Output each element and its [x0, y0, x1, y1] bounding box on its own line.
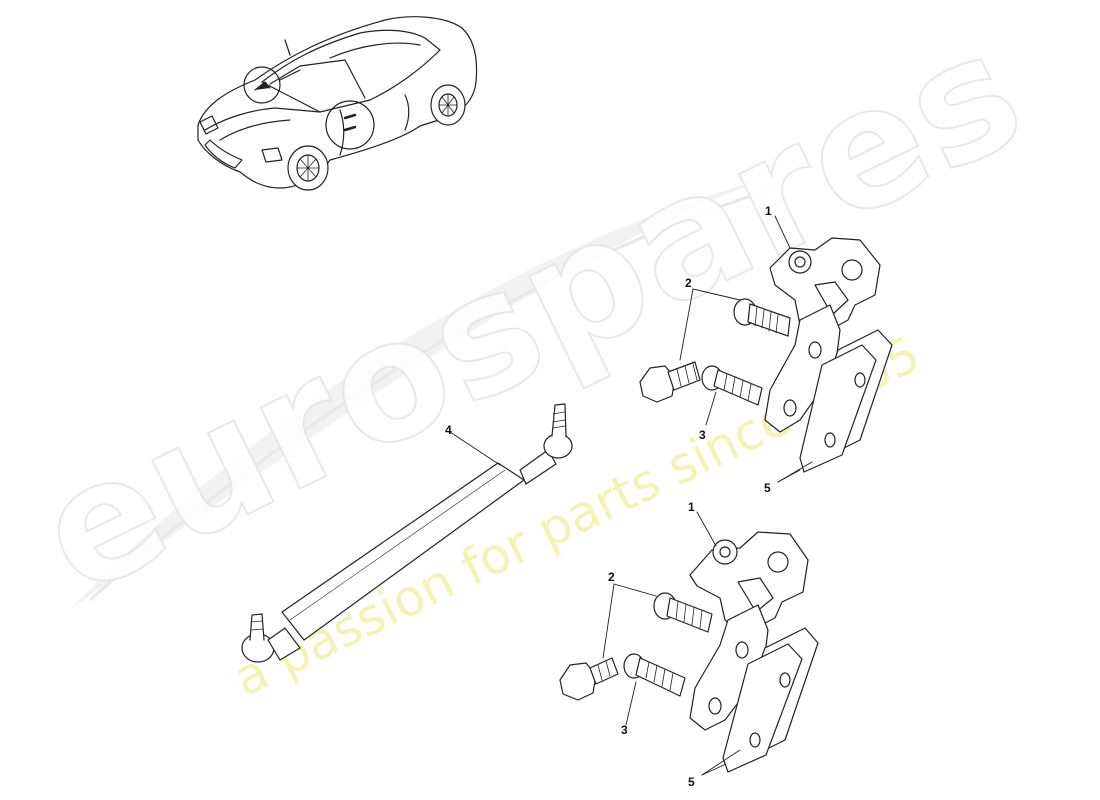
lower-hinge-assembly	[559, 531, 819, 773]
car-overview-illustration	[197, 16, 478, 191]
lower-leader-lines	[602, 511, 741, 776]
callout-gas-strut-4: 4	[445, 423, 452, 437]
callout-upper-hinge: 1	[765, 204, 772, 218]
callout-upper-bolt-3: 3	[699, 428, 706, 442]
callout-upper-shim-5: 5	[764, 481, 771, 495]
upper-leader-lines	[679, 215, 813, 483]
callout-lower-hinge: 1	[688, 500, 695, 514]
callout-lower-bolt-3: 3	[621, 723, 628, 737]
strut-leader-line	[449, 431, 501, 466]
callout-upper-bolt-2: 2	[685, 276, 692, 290]
callout-lower-bolt-2: 2	[608, 570, 615, 584]
gas-strut	[241, 403, 573, 663]
upper-hinge-assembly	[639, 237, 893, 473]
callout-lower-shim-5: 5	[688, 775, 695, 789]
